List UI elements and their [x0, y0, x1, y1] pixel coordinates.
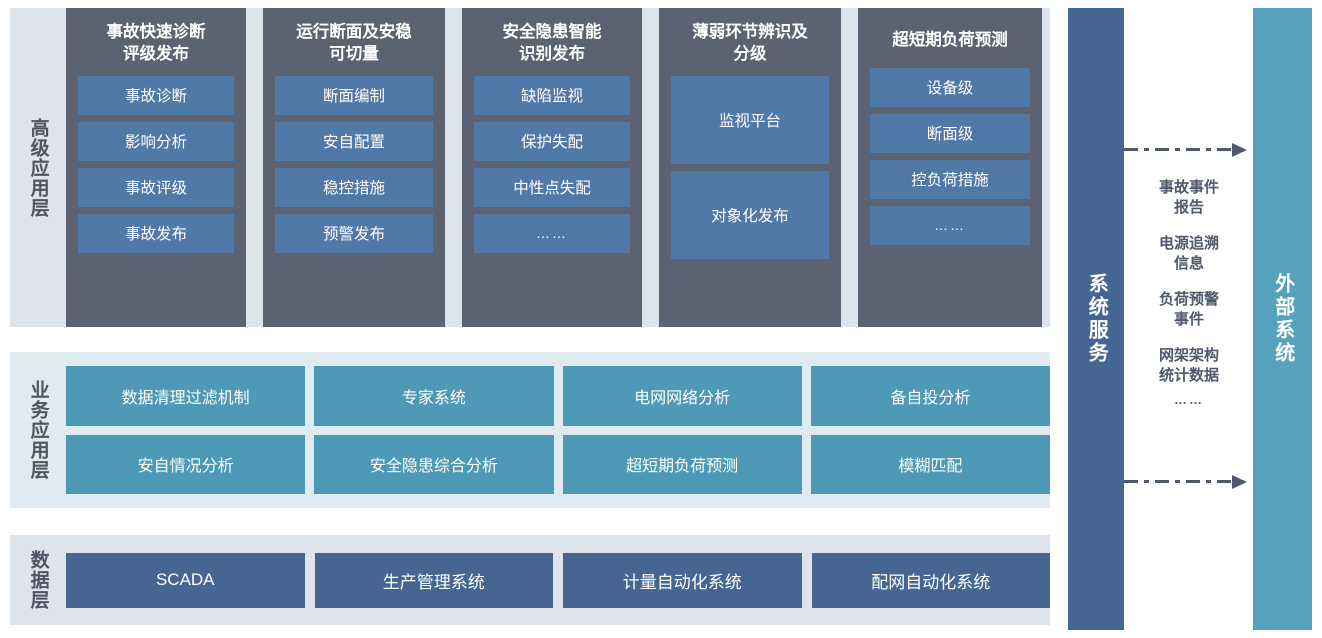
card-backup-auto-switch-analysis[interactable]: 备自投分析	[810, 366, 1050, 426]
external-system-label: 外部系统	[1271, 273, 1294, 365]
card-expert-system[interactable]: 专家系统	[314, 366, 554, 426]
card-load-control-measure[interactable]: 控负荷措施	[870, 159, 1030, 199]
card-protection-mismatch[interactable]: 保护失配	[474, 121, 630, 161]
card-safety-hazard-comprehensive-analysis[interactable]: 安全隐患综合分析	[314, 434, 554, 494]
group-card-list: 设备级 断面级 控负荷措施 ……	[870, 67, 1030, 327]
card-early-warning-publish[interactable]: 预警发布	[275, 213, 433, 253]
flow-label-list: 事故事件 报告 电源追溯 信息 负荷预警 事件 网架架构 统计数据 ……	[1124, 178, 1254, 407]
group-safety-hazard-identification[interactable]: 安全隐患智能 识别发布 缺陷监视 保护失配 中性点失配 ……	[462, 8, 642, 327]
card-section-compilation[interactable]: 断面编制	[275, 75, 433, 115]
advanced-application-layer: 高级应用层 事故快速诊断 评级发布 事故诊断 影响分析 事故评级 事故发布 运行…	[10, 8, 1050, 327]
bottom-flow-arrow-line	[1124, 480, 1234, 483]
business-row-2: 安自情况分析 安全隐患综合分析 超短期负荷预测 模糊匹配	[66, 434, 1050, 494]
flow-label-power-source-tracing-info: 电源追溯 信息	[1158, 235, 1219, 272]
business-application-rows: 数据清理过滤机制 专家系统 电网网络分析 备自投分析 安自情况分析 安全隐患综合…	[66, 352, 1050, 508]
card-impact-analysis[interactable]: 影响分析	[78, 121, 234, 161]
layer-label-advanced-application: 高级应用层	[27, 117, 49, 218]
card-data-cleaning-filter-mechanism[interactable]: 数据清理过滤机制	[66, 366, 306, 426]
group-operating-section-stability[interactable]: 运行断面及安稳 可切量 断面编制 安自配置 稳控措施 预警发布	[263, 8, 445, 327]
group-title: 安全隐患智能 识别发布	[502, 23, 602, 63]
group-card-list: 事故诊断 影响分析 事故评级 事故发布	[78, 75, 234, 327]
card-section-level[interactable]: 断面级	[870, 113, 1030, 153]
flow-label-accident-event-report: 事故事件 报告	[1158, 179, 1219, 216]
group-title: 事故快速诊断 评级发布	[106, 23, 206, 63]
card-grid-network-analysis[interactable]: 电网网络分析	[562, 366, 802, 426]
card-distribution-automation-system[interactable]: 配网自动化系统	[811, 552, 1050, 608]
card-neutral-point-mismatch[interactable]: 中性点失配	[474, 167, 630, 207]
group-card-list: 缺陷监视 保护失配 中性点失配 ……	[474, 75, 630, 327]
group-ultra-short-term-load-forecast[interactable]: 超短期负荷预测 设备级 断面级 控负荷措施 ……	[858, 8, 1042, 327]
group-card-list: 断面编制 安自配置 稳控措施 预警发布	[275, 75, 433, 327]
card-scada[interactable]: SCADA	[66, 552, 305, 608]
card-objectified-publish[interactable]: 对象化发布	[671, 170, 829, 259]
card-stability-control-measure[interactable]: 稳控措施	[275, 167, 433, 207]
system-service-label: 系统服务	[1085, 273, 1108, 365]
card-metering-automation-system[interactable]: 计量自动化系统	[563, 552, 802, 608]
card-accident-publish[interactable]: 事故发布	[78, 213, 234, 253]
bottom-flow-arrow-head-icon	[1232, 475, 1247, 489]
external-system-bar[interactable]: 外部系统	[1253, 8, 1312, 630]
data-row-1: SCADA 生产管理系统 计量自动化系统 配网自动化系统	[66, 552, 1050, 608]
top-flow-arrow-line	[1124, 148, 1234, 151]
card-safety-auto-situation-analysis[interactable]: 安自情况分析	[66, 434, 306, 494]
flow-label-ellipsis: ……	[1174, 392, 1204, 407]
top-flow-arrow	[1124, 143, 1256, 157]
group-card-list: 监视平台 对象化发布	[671, 75, 829, 327]
card-device-level[interactable]: 设备级	[870, 67, 1030, 107]
advanced-application-groups: 事故快速诊断 评级发布 事故诊断 影响分析 事故评级 事故发布 运行断面及安稳 …	[66, 8, 1050, 327]
top-flow-arrow-head-icon	[1232, 143, 1247, 157]
card-more-ellipsis[interactable]: ……	[870, 205, 1030, 245]
flow-label-grid-structure-statistics: 网架架构 统计数据	[1158, 347, 1219, 384]
card-accident-diagnosis[interactable]: 事故诊断	[78, 75, 234, 115]
data-layer-rows: SCADA 生产管理系统 计量自动化系统 配网自动化系统	[66, 535, 1050, 625]
card-defect-monitoring[interactable]: 缺陷监视	[474, 75, 630, 115]
card-fuzzy-matching[interactable]: 模糊匹配	[810, 434, 1050, 494]
system-service-bar[interactable]: 系统服务	[1068, 8, 1124, 630]
card-production-management-system[interactable]: 生产管理系统	[314, 552, 553, 608]
group-title: 超短期负荷预测	[892, 31, 1008, 49]
group-title: 薄弱环节辨识及 分级	[692, 23, 808, 63]
group-title: 运行断面及安稳 可切量	[296, 23, 412, 63]
business-application-layer: 业务应用层 数据清理过滤机制 专家系统 电网网络分析 备自投分析 安自情况分析 …	[10, 352, 1050, 508]
layer-label-data: 数据层	[27, 550, 49, 610]
card-monitoring-platform[interactable]: 监视平台	[671, 75, 829, 164]
layer-label-business-application: 业务应用层	[27, 380, 49, 480]
group-weak-link-identification[interactable]: 薄弱环节辨识及 分级 监视平台 对象化发布	[659, 8, 841, 327]
business-row-1: 数据清理过滤机制 专家系统 电网网络分析 备自投分析	[66, 366, 1050, 426]
card-ultra-short-term-load-forecast[interactable]: 超短期负荷预测	[562, 434, 802, 494]
data-layer: 数据层 SCADA 生产管理系统 计量自动化系统 配网自动化系统	[10, 535, 1050, 625]
bottom-flow-arrow	[1124, 475, 1256, 489]
group-accident-rapid-diagnosis[interactable]: 事故快速诊断 评级发布 事故诊断 影响分析 事故评级 事故发布	[66, 8, 246, 327]
card-more-ellipsis[interactable]: ……	[474, 213, 630, 253]
card-accident-rating[interactable]: 事故评级	[78, 167, 234, 207]
card-safety-auto-config[interactable]: 安自配置	[275, 121, 433, 161]
flow-label-load-warning-event: 负荷预警 事件	[1158, 291, 1219, 328]
